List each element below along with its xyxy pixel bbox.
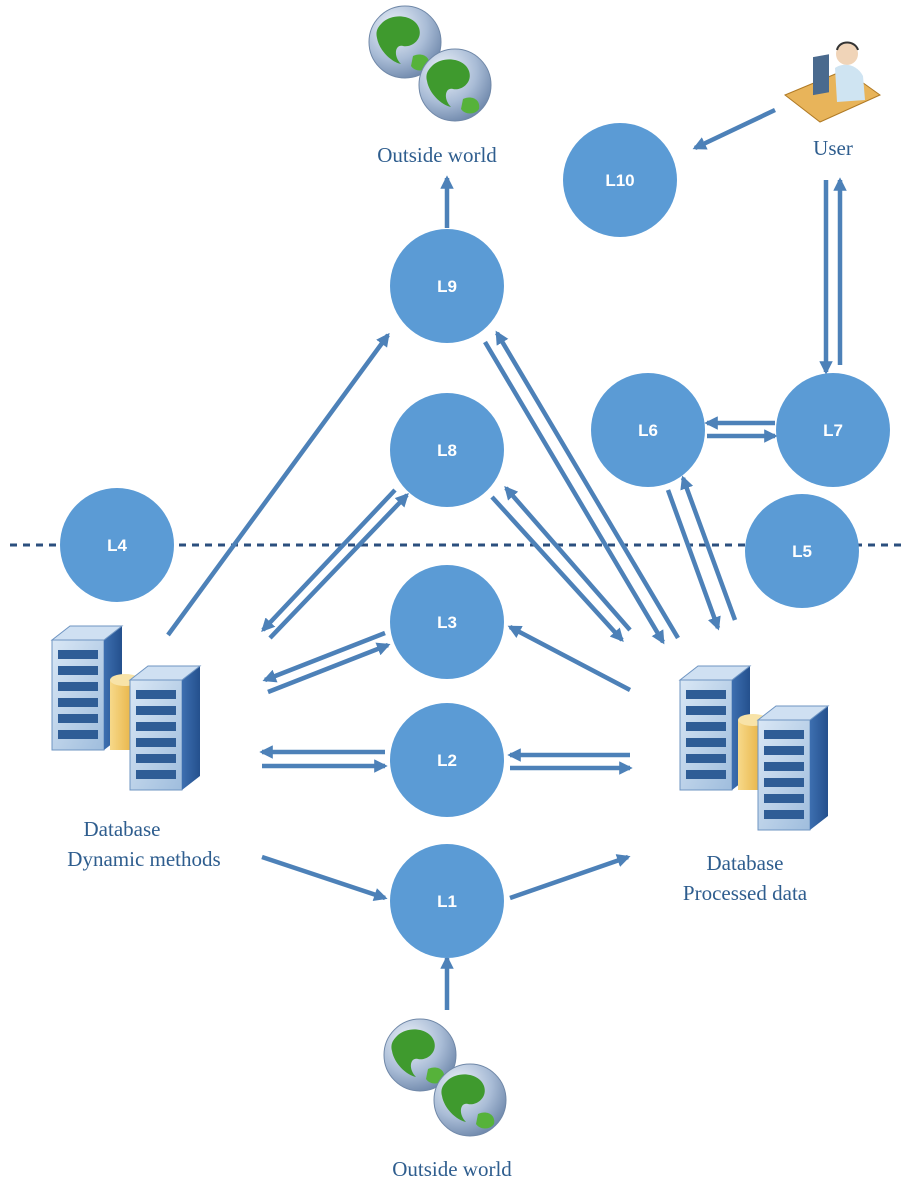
svg-text:L10: L10 [605, 171, 634, 190]
arrow-dbright-to-l3 [507, 625, 632, 692]
svg-text:L3: L3 [437, 613, 457, 632]
arrow-l8-to-dbleft [261, 488, 397, 632]
svg-text:L5: L5 [792, 542, 812, 561]
node-l9: L9 [390, 229, 504, 343]
node-l5: L5 [745, 494, 859, 608]
arrow-l6-to-dbright [665, 489, 721, 631]
arrow-dbright-to-l6 [680, 475, 738, 621]
node-l1: L1 [390, 844, 504, 958]
arrow-dbright-to-l9 [495, 330, 680, 640]
caption-outside-world-top: Outside world [377, 143, 497, 167]
arrow-dbright-to-l8 [504, 485, 632, 632]
arrow-l8-to-dbright [490, 495, 624, 642]
user-workstation-icon [784, 41, 881, 123]
arrow-user-to-l10 [692, 107, 776, 151]
arrow-l3-to-dbleft [262, 630, 386, 683]
caption-db-right-subtitle: Processed data [683, 881, 808, 905]
arrow-dbleft-to-l3 [267, 642, 391, 695]
svg-text:L1: L1 [437, 892, 457, 911]
caption-outside-world-bottom: Outside world [392, 1157, 512, 1181]
svg-text:L7: L7 [823, 421, 843, 440]
caption-db-left-title: Database [84, 817, 161, 841]
node-l8: L8 [390, 393, 504, 507]
arrow-dbleft-to-l9 [166, 332, 390, 637]
arrow-dbleft-to-l1 [261, 854, 388, 901]
globe-icon [383, 1018, 507, 1137]
svg-text:L6: L6 [638, 421, 658, 440]
node-l10: L10 [563, 123, 677, 237]
svg-text:L8: L8 [437, 441, 457, 460]
svg-text:L4: L4 [107, 536, 127, 555]
node-l6: L6 [591, 373, 705, 487]
caption-db-left-subtitle: Dynamic methods [67, 847, 220, 871]
database-server-icon [680, 666, 828, 830]
node-l3: L3 [390, 565, 504, 679]
svg-text:L9: L9 [437, 277, 457, 296]
caption-db-right-title: Database [707, 851, 784, 875]
svg-text:L2: L2 [437, 751, 457, 770]
globe-icon [368, 5, 492, 122]
node-l4: L4 [60, 488, 174, 602]
arrow-l9-to-dbright [483, 340, 665, 645]
arrow-l1-to-dbright [509, 854, 631, 901]
node-l2: L2 [390, 703, 504, 817]
caption-user: User [813, 136, 853, 160]
node-l7: L7 [776, 373, 890, 487]
flow-arrows [166, 107, 847, 1010]
database-server-icon [52, 626, 200, 790]
arrow-dbleft-to-l8 [268, 493, 409, 640]
